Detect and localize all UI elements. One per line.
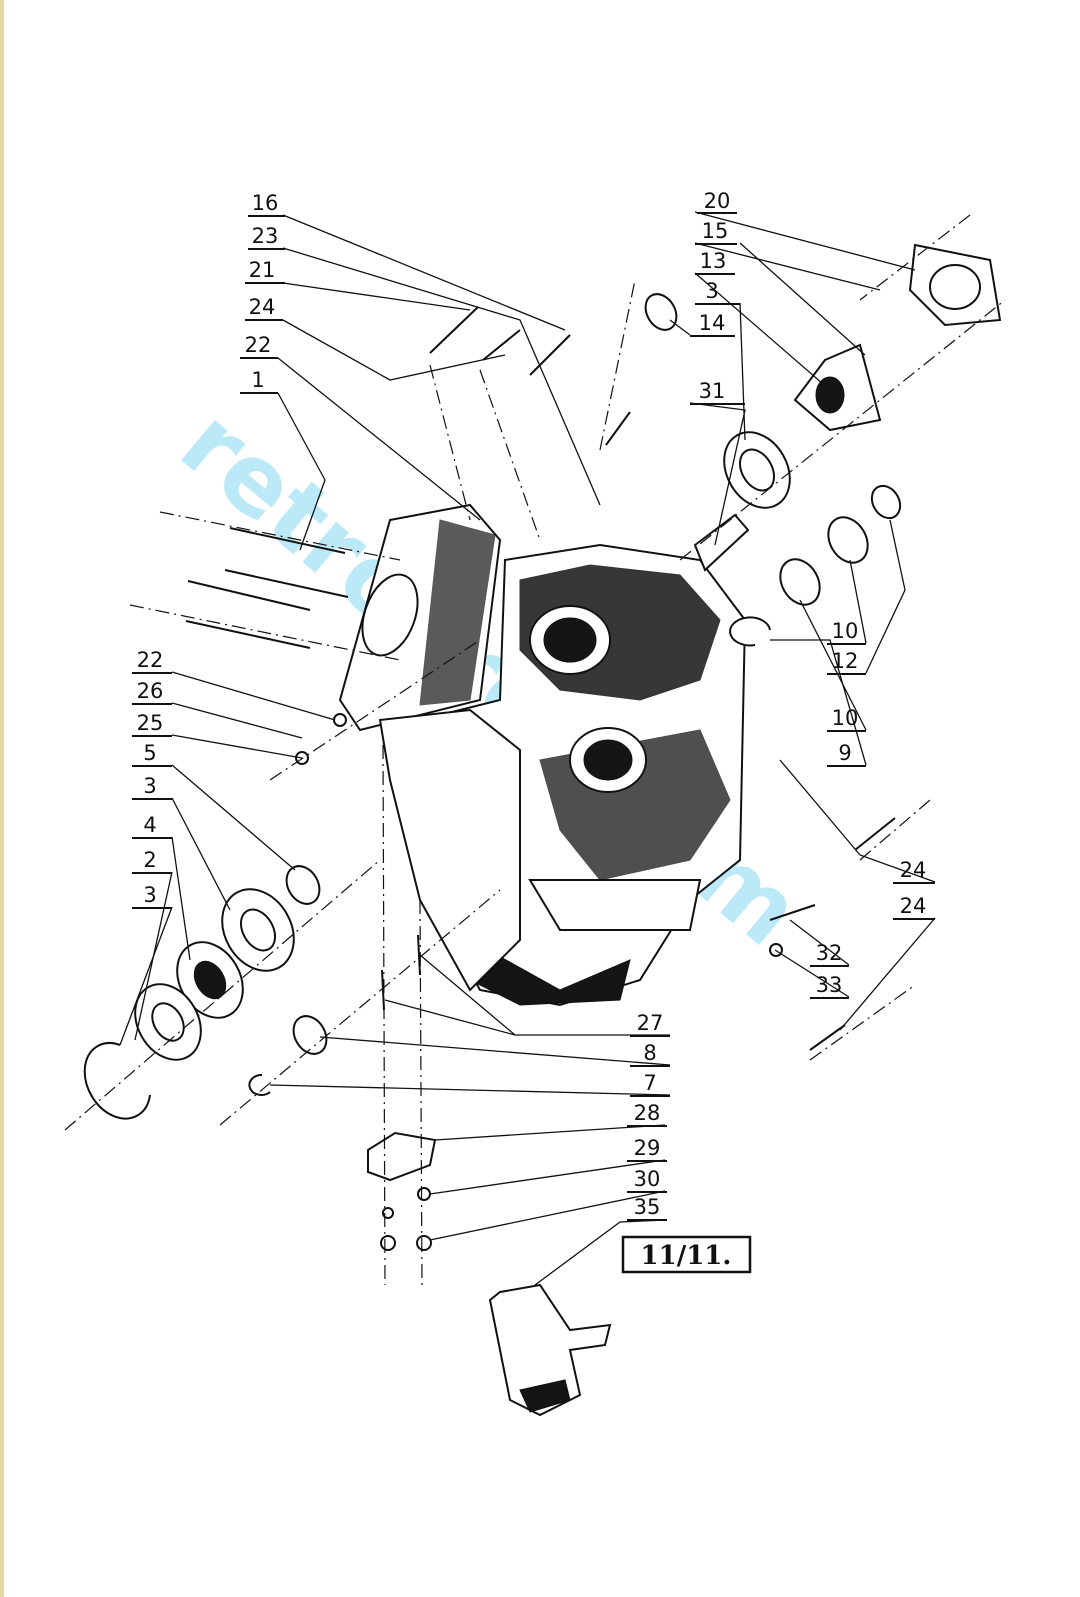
part-label-5: 5 — [143, 741, 156, 765]
part-label-3c: 3 — [143, 883, 156, 907]
part-label-24: 24 — [249, 295, 276, 319]
page-edge — [0, 0, 4, 1597]
studs — [185, 306, 896, 1051]
part-label-29: 29 — [634, 1136, 661, 1160]
labels-top-left: 16 23 21 24 22 1 — [240, 191, 285, 394]
part-label-22: 22 — [245, 333, 272, 357]
part-label-3b: 3 — [143, 774, 156, 798]
part-label-12: 12 — [832, 649, 859, 673]
figure-number-box: 11/11. — [621, 1235, 752, 1274]
part-label-31: 31 — [699, 379, 726, 403]
part-label-10b: 10 — [832, 706, 859, 730]
rubber-foot — [488, 1283, 612, 1417]
part-label-15: 15 — [702, 219, 729, 243]
part-label-28: 28 — [634, 1101, 661, 1125]
part-label-27: 27 — [637, 1011, 664, 1035]
part-label-14: 14 — [699, 311, 726, 335]
part-label-9: 9 — [838, 741, 851, 765]
part-label-33: 33 — [816, 973, 843, 997]
part-label-20: 20 — [704, 189, 731, 213]
part-label-8: 8 — [643, 1041, 656, 1065]
part-label-3: 3 — [705, 279, 718, 303]
part-label-25: 25 — [137, 711, 164, 735]
part-label-23: 23 — [252, 224, 279, 248]
labels-left: 22 26 25 5 3 4 2 3 — [132, 648, 172, 909]
labels-bottom: 27 8 7 28 29 30 35 — [627, 1011, 670, 1221]
part-label-2: 2 — [143, 848, 156, 872]
part-label-22b: 22 — [137, 648, 164, 672]
part-label-21: 21 — [249, 258, 276, 282]
part-label-32: 32 — [816, 941, 843, 965]
part-label-26: 26 — [137, 679, 164, 703]
part-label-1: 1 — [251, 368, 264, 392]
assembly-axes — [64, 214, 1006, 1286]
part-label-13: 13 — [700, 249, 727, 273]
part-label-30: 30 — [634, 1167, 661, 1191]
part-label-24c: 24 — [900, 894, 927, 918]
part-label-10: 10 — [832, 619, 859, 643]
part-label-16: 16 — [252, 191, 279, 215]
part-label-24b: 24 — [900, 858, 927, 882]
part-label-35: 35 — [634, 1195, 661, 1219]
bearings-and-seals — [83, 243, 1002, 1251]
figure-number: 11/11. — [641, 1241, 732, 1271]
labels-top-right: 20 15 13 3 14 31 — [690, 189, 745, 405]
part-label-7: 7 — [643, 1071, 656, 1095]
labels-right: 10 12 10 9 24 24 32 33 — [810, 619, 935, 999]
part-label-4: 4 — [143, 813, 156, 837]
leader-lines — [119, 211, 936, 1286]
crankcase — [338, 503, 747, 1007]
